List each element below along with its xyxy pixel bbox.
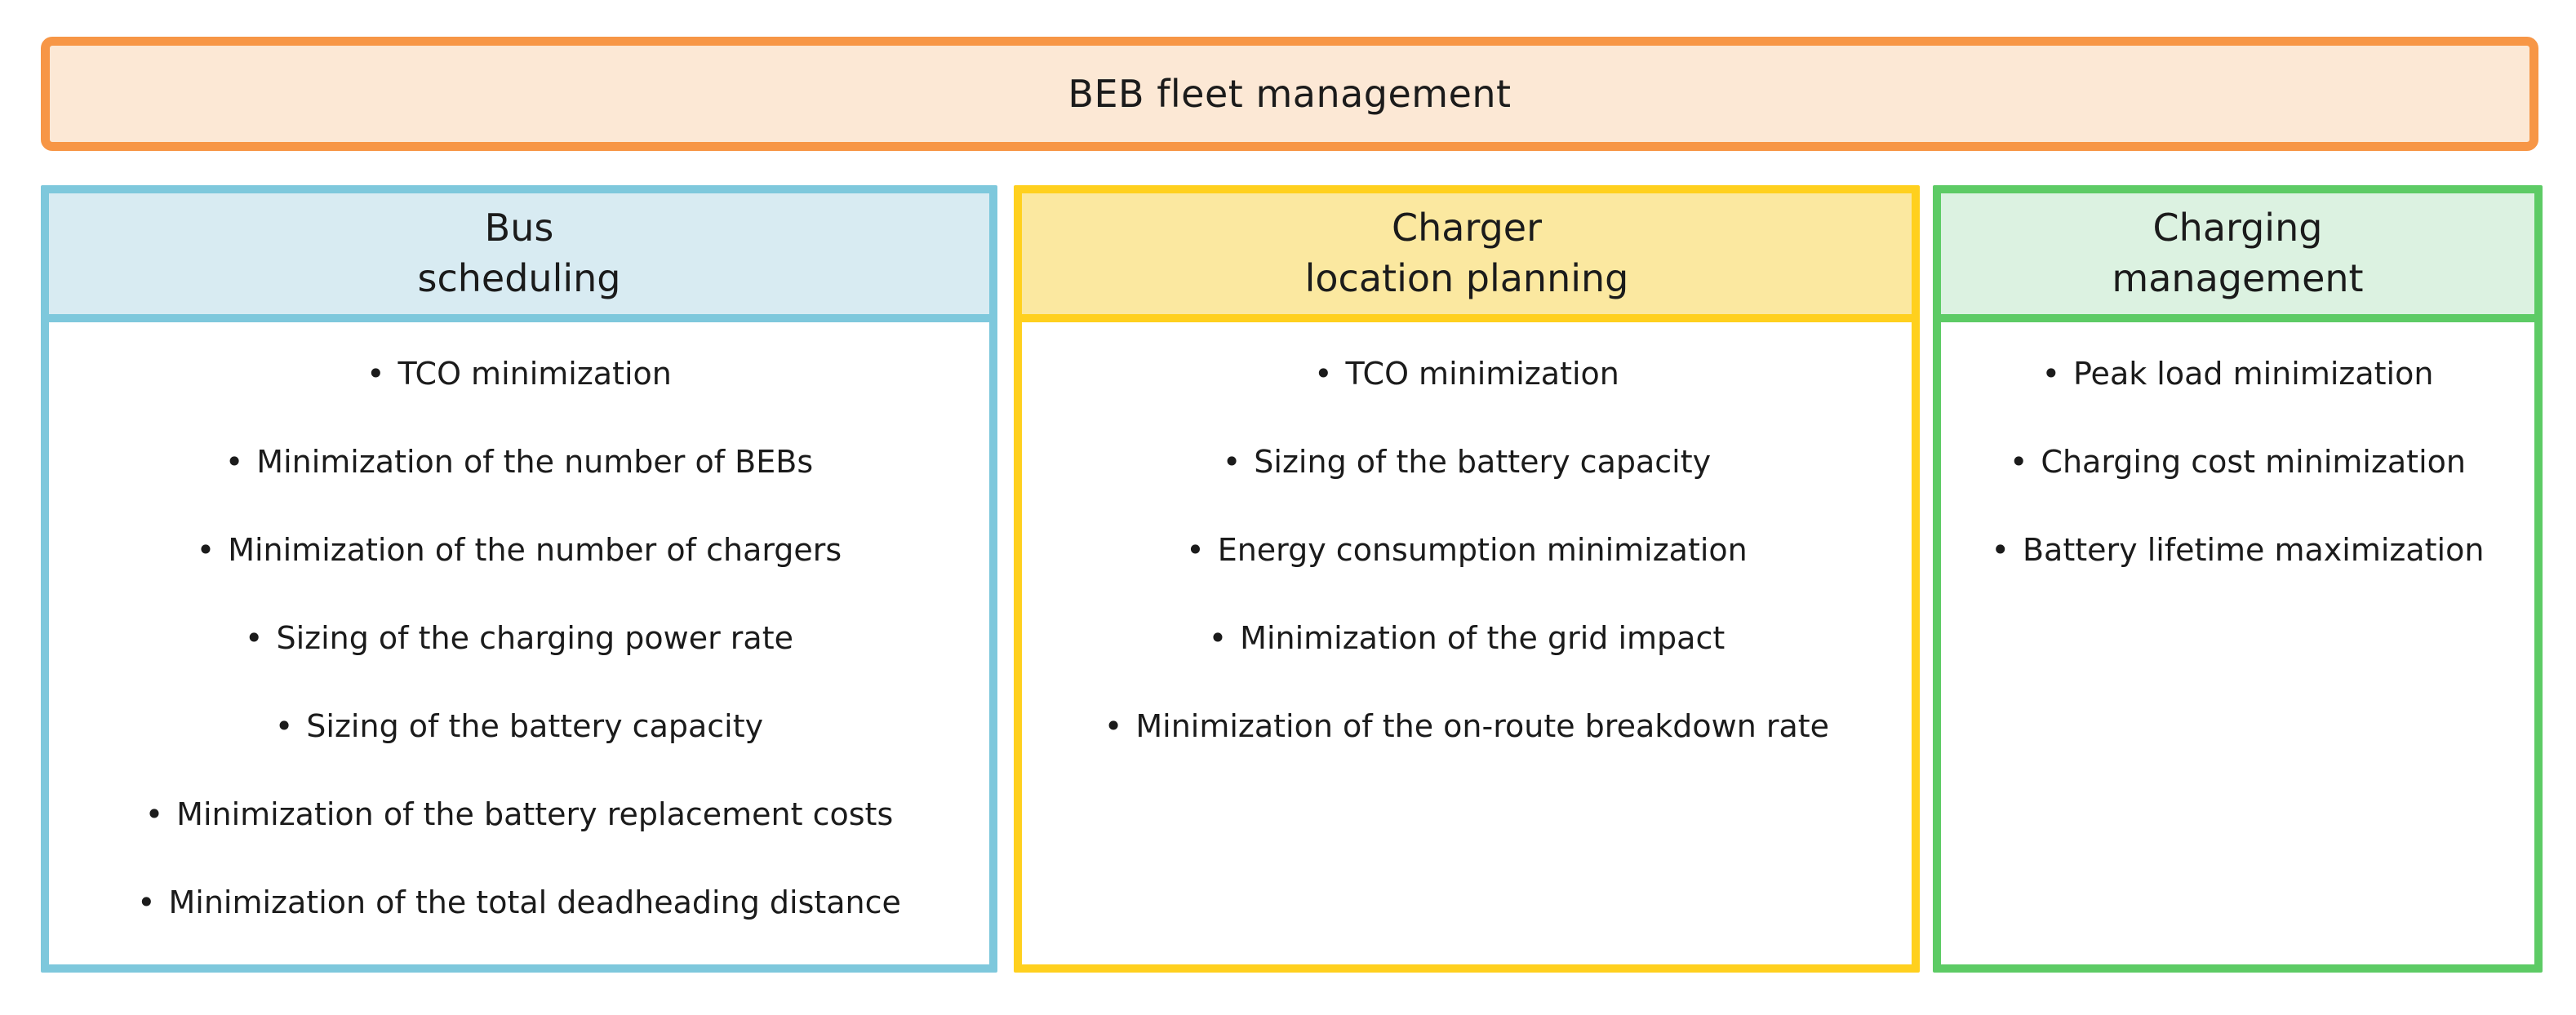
list-item-text: Charging cost minimization: [2041, 444, 2466, 480]
bullet-icon: •: [1222, 444, 1241, 480]
list-item: • Minimization of the grid impact: [1209, 623, 1725, 654]
column-title-line: Charging: [2152, 206, 2323, 250]
list-item: • Energy consumption minimization: [1186, 534, 1747, 565]
list-item: • Sizing of the battery capacity: [1223, 446, 1711, 477]
list-item: • Minimization of the number of chargers: [197, 534, 842, 565]
column-charging-management-body: • Peak load minimization • Charging cost…: [1941, 322, 2534, 565]
list-item-text: Sizing of the charging power rate: [276, 620, 793, 656]
bullet-icon: •: [224, 444, 244, 480]
list-item-text: TCO minimization: [1345, 356, 1619, 392]
list-item-text: Minimization of the grid impact: [1240, 620, 1725, 656]
list-item: • Minimization of the battery replacemen…: [145, 799, 894, 830]
list-item-text: Peak load minimization: [2073, 356, 2434, 392]
column-title-line: management: [2112, 256, 2364, 300]
bullet-icon: •: [137, 884, 156, 920]
list-item-text: Sizing of the battery capacity: [306, 708, 764, 744]
list-item: • Charging cost minimization: [2010, 446, 2466, 477]
list-item: • Minimization of the number of BEBs: [225, 446, 813, 477]
list-item-text: Sizing of the battery capacity: [1254, 444, 1712, 480]
list-item: • Sizing of the charging power rate: [245, 623, 793, 654]
bullet-icon: •: [196, 532, 215, 568]
bullet-icon: •: [245, 620, 264, 656]
column-charging-management: Charging management • Peak load minimiza…: [1933, 185, 2543, 973]
list-item: • TCO minimization: [1314, 358, 1619, 389]
list-item: • Peak load minimization: [2042, 358, 2434, 389]
column-title-line: scheduling: [417, 256, 621, 300]
column-charger-location-planning-body: • TCO minimization • Sizing of the batte…: [1022, 322, 1912, 742]
list-item: • Battery lifetime maximization: [1992, 534, 2485, 565]
bullet-icon: •: [1104, 708, 1123, 744]
bullet-icon: •: [366, 356, 385, 392]
list-item-text: Minimization of the number of BEBs: [256, 444, 814, 480]
list-item-text: Energy consumption minimization: [1217, 532, 1748, 568]
column-charger-location-planning: Charger location planning • TCO minimiza…: [1014, 185, 1920, 973]
column-bus-scheduling-body: • TCO minimization • Minimization of the…: [49, 322, 989, 918]
list-item: • Sizing of the battery capacity: [275, 711, 763, 742]
column-charger-location-planning-header: Charger location planning: [1022, 193, 1912, 322]
column-charging-management-header: Charging management: [1941, 193, 2534, 322]
column-title-line: Bus: [484, 206, 554, 250]
list-item: • TCO minimization: [366, 358, 672, 389]
banner-title: BEB fleet management: [1068, 72, 1512, 116]
bullet-icon: •: [1208, 620, 1228, 656]
list-item-text: Minimization of the total deadheading di…: [168, 884, 901, 920]
list-item-text: Minimization of the on-route breakdown r…: [1135, 708, 1830, 744]
bullet-icon: •: [144, 796, 164, 832]
banner-beb-fleet-management: BEB fleet management: [41, 37, 2538, 151]
list-item-text: Battery lifetime maximization: [2022, 532, 2485, 568]
column-title-line: location planning: [1304, 256, 1629, 300]
bullet-icon: •: [1314, 356, 1333, 392]
list-item: • Minimization of the on-route breakdown…: [1104, 711, 1829, 742]
list-item-text: TCO minimization: [398, 356, 672, 392]
column-title-line: Charger: [1392, 206, 1542, 250]
bullet-icon: •: [2010, 444, 2028, 480]
bullet-icon: •: [1186, 532, 1205, 568]
list-item: • Minimization of the total deadheading …: [137, 887, 901, 918]
bullet-icon: •: [2041, 356, 2060, 392]
column-bus-scheduling-header: Bus scheduling: [49, 193, 989, 322]
bullet-icon: •: [1991, 532, 2010, 568]
column-bus-scheduling: Bus scheduling • TCO minimization • Mini…: [41, 185, 997, 973]
list-item-text: Minimization of the battery replacement …: [176, 796, 894, 832]
list-item-text: Minimization of the number of chargers: [228, 532, 842, 568]
bullet-icon: •: [274, 708, 294, 744]
